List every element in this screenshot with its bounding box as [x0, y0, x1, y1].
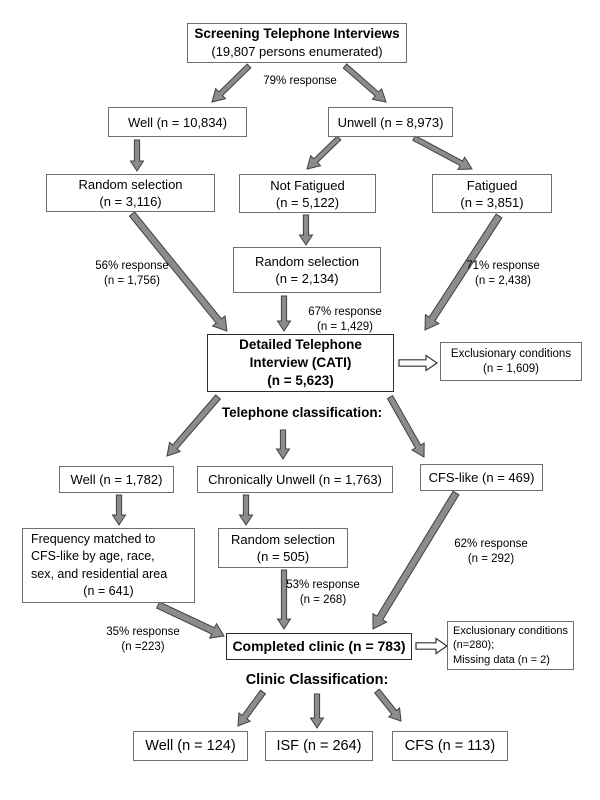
arrow-frequency-to-clinic [155, 601, 225, 639]
label-71-response: 71% response (n = 2,438) [466, 260, 540, 287]
screening-subtitle: (19,807 persons enumerated) [211, 44, 383, 59]
heading-clinic-classification: Clinic Classification: [245, 672, 389, 688]
label-62-response: 62% response (n = 292) [454, 538, 528, 565]
arrow-cfs-like-to-clinic [372, 490, 460, 630]
box-frequency-matched: Frequency matched to CFS-like by age, ra… [22, 528, 195, 603]
label-79-response: 79% response [263, 75, 337, 87]
box-random-selection-chronic: Random selection (n = 505) [218, 528, 348, 568]
box-well-phone: Well (n = 1,782) [59, 466, 174, 493]
arrow-not-fatigued-to-random2 [298, 214, 314, 246]
arrow-random3-to-clinic [276, 569, 292, 630]
arrow-screening-to-unwell [342, 63, 387, 103]
arrow-fatigued-to-cati [424, 213, 503, 331]
arrow-random2-to-cati [276, 295, 292, 332]
arrow-well-phone-to-frequency [111, 494, 127, 526]
box-cfs-like: CFS-like (n = 469) [420, 464, 543, 491]
arrow-chronically-to-random3 [238, 494, 254, 526]
arrow-clinic-to-exclusionary [415, 637, 449, 655]
box-not-fatigued: Not Fatigued (n = 5,122) [239, 174, 376, 213]
frequency-matched-n: (n = 641) [83, 584, 134, 598]
box-exclusionary-conditions-clinic: Exclusionary conditions (n=280); Missing… [447, 621, 574, 670]
frequency-matched-body: Frequency matched to CFS-like by age, ra… [31, 531, 168, 581]
arrow-well-to-random1 [129, 139, 145, 172]
arrow-clinic-to-cfs [374, 688, 402, 722]
arrow-clinic-to-isf [309, 693, 325, 729]
box-random-selection-not-fatigued: Random selection (n = 2,134) [233, 247, 381, 293]
box-well-screen: Well (n = 10,834) [108, 107, 247, 137]
box-chronically-unwell: Chronically Unwell (n = 1,763) [197, 466, 393, 493]
label-35-response: 35% response (n =223) [106, 626, 180, 653]
screening-title: Screening Telephone Interviews [194, 26, 400, 41]
box-completed-clinic: Completed clinic (n = 783) [226, 633, 412, 660]
box-isf-clinic: ISF (n = 264) [265, 731, 373, 761]
box-exclusionary-conditions-cati: Exclusionary conditions (n = 1,609) [440, 342, 582, 381]
arrow-cati-to-cfs-like [386, 394, 425, 458]
box-cfs-clinic: CFS (n = 113) [392, 731, 508, 761]
arrow-random1-to-cati [128, 211, 228, 332]
arrow-clinic-to-well-clinic [237, 689, 267, 727]
arrow-screening-to-well [211, 63, 252, 103]
box-detailed-telephone-interview-cati: Detailed Telephone Interview (CATI) (n =… [207, 334, 394, 392]
arrow-unwell-to-not-fatigued [306, 135, 342, 170]
box-well-clinic: Well (n = 124) [133, 731, 248, 761]
label-56-response: 56% response (n = 1,756) [95, 260, 169, 287]
heading-telephone-classification: Telephone classification: [221, 405, 383, 420]
box-screening-telephone-interviews: Screening Telephone Interviews (19,807 p… [187, 23, 407, 63]
box-unwell: Unwell (n = 8,973) [328, 107, 453, 137]
label-53-response: 53% response (n = 268) [286, 579, 360, 606]
arrow-unwell-to-fatigued [412, 135, 473, 171]
box-fatigued: Fatigued (n = 3,851) [432, 174, 552, 213]
arrow-cati-to-well-phone [166, 394, 222, 457]
arrow-cati-to-exclusionary [398, 354, 439, 372]
arrow-cati-to-chronically-unwell [275, 429, 291, 460]
label-67-response: 67% response (n = 1,429) [308, 306, 382, 333]
box-random-selection-well: Random selection (n = 3,116) [46, 174, 215, 212]
